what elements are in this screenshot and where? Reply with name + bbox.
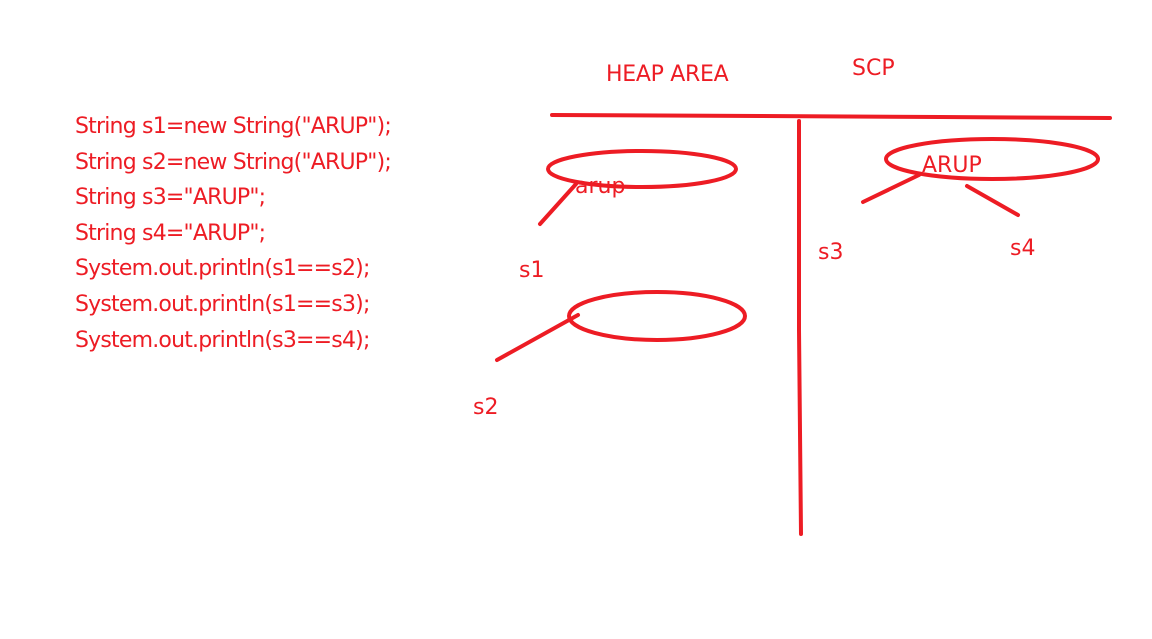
ref-label-s1: s1 [519,258,545,283]
s1-reference-line [538,182,578,226]
s2-reference-line [495,313,580,362]
code-line: String s4="ARUP"; [75,220,266,246]
code-line: System.out.println(s1==s2); [75,256,370,282]
s3-reference-line [861,173,921,204]
heap-scp-divider [797,119,803,536]
scp-object-value: ARUP [922,153,982,178]
memory-top-divider [550,113,1112,120]
scp-object [884,137,1100,181]
code-line: String s3="ARUP"; [75,185,266,211]
heap-area-title: HEAP AREA [606,62,729,87]
heap-object-2 [567,290,747,342]
heap-object-1-value: arup [575,174,626,199]
code-line: System.out.println(s1==s3); [75,291,370,317]
ref-label-s3: s3 [818,240,844,265]
java-code-block: String s1=new String("ARUP"); String s2=… [75,109,392,358]
code-line: String s2=new String("ARUP"); [75,149,392,175]
code-line: String s1=new String("ARUP"); [75,114,392,139]
scp-title: SCP [852,56,895,81]
ref-label-s4: s4 [1010,236,1036,261]
heap-object-1 [546,149,738,189]
ref-label-s2: s2 [473,395,499,420]
s4-reference-line [965,184,1020,217]
code-line: System.out.println(s3==s4); [75,327,370,353]
